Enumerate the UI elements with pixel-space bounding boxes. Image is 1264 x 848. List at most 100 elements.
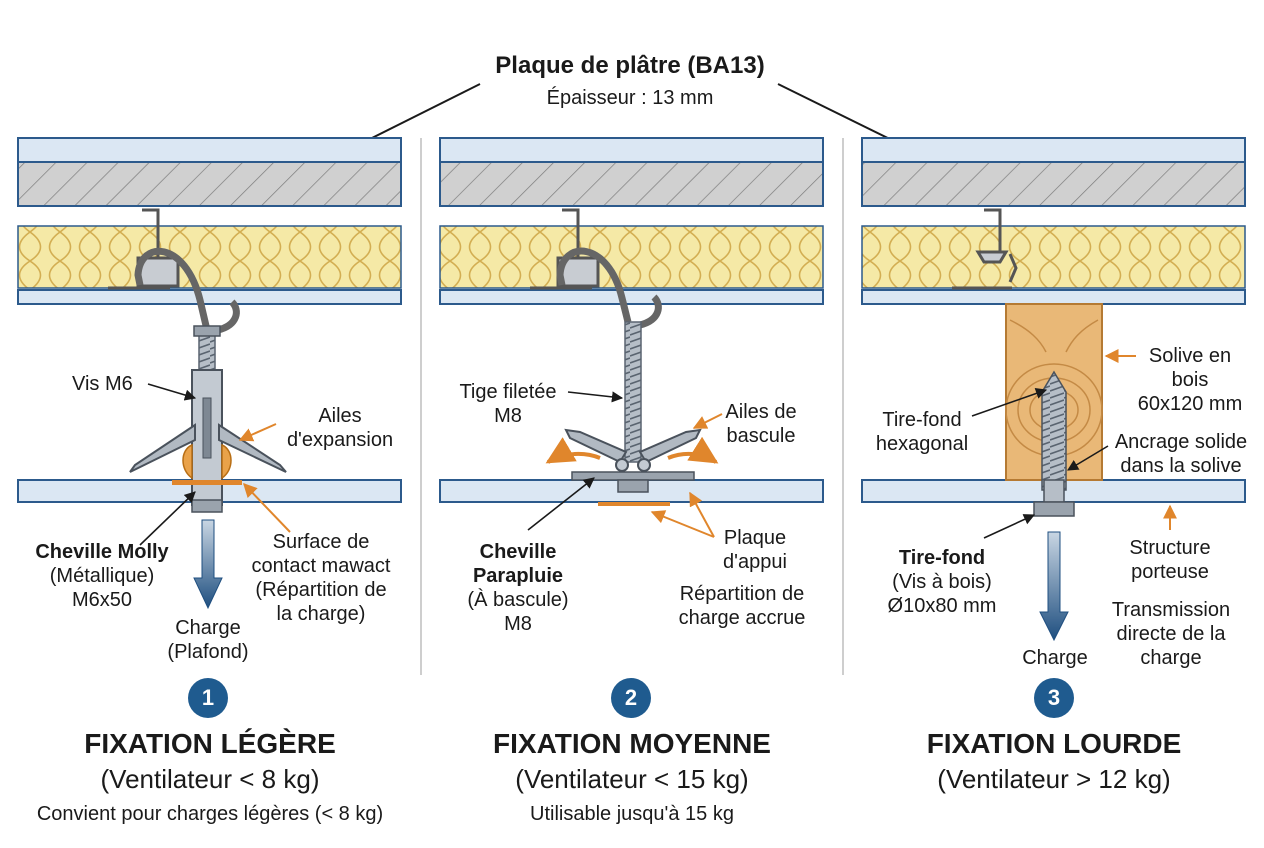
leader-lagscrew-3: [971, 388, 1048, 417]
rotation-arrow-right: [667, 436, 719, 464]
label-anchor-1-size: M6x50: [71, 589, 133, 611]
label-structure-3: Structure porteuse: [1110, 536, 1230, 584]
leader-contact-1: [243, 482, 291, 533]
hook-1: [134, 247, 211, 331]
label-structure-3-line2: porteuse: [1131, 561, 1209, 583]
molly-wing-left: [129, 423, 196, 473]
leader-anchor-1: [139, 491, 196, 546]
label-distribution-2-line1: Répartition de: [679, 583, 805, 605]
label-anchor-3: Tire-fond (Vis à bois) Ø10x80 mm: [872, 546, 1012, 618]
label-screw-1: Vis M6: [72, 373, 133, 395]
label-rod-2: Tige filetée M8: [448, 380, 568, 428]
label-joist-3-line1: Solive en: [1148, 345, 1232, 367]
label-anchor-2-name2: Parapluie: [472, 565, 564, 587]
header-title: Plaque de plâtre (BA13): [495, 52, 765, 79]
label-contact-1: Surface de contact mawact (Répartition d…: [236, 530, 406, 626]
label-anchoring-3-line2: dans la solive: [1120, 455, 1242, 477]
label-rod-2-line2: M8: [494, 405, 522, 427]
label-contact-1-line4: la charge): [276, 603, 366, 625]
label-lagscrew-3: Tire-fond hexagonal: [862, 408, 982, 456]
label-anchor-1-name: Cheville Molly: [35, 541, 169, 563]
toggle-washer: [571, 471, 695, 481]
label-contact-1-line2: contact mawact: [251, 555, 391, 577]
label-anchor-1: Cheville Molly (Métallique) M6x50: [12, 540, 192, 612]
label-wings-1: Ailes d'expansion: [270, 404, 410, 452]
leader-plate-2a: [650, 510, 715, 538]
header-subtitle: Épaisseur : 13 mm: [546, 87, 714, 109]
bearing-plate: [598, 502, 670, 506]
label-joist-3-line2: bois: [1171, 369, 1209, 391]
label-lagscrew-3-line1: Tire-fond: [882, 409, 962, 431]
label-load-3: Charge: [1022, 647, 1088, 669]
threaded-rod-2: [624, 321, 642, 463]
toggle-pivot-left: [615, 458, 629, 472]
hook-2: [556, 247, 632, 323]
panel-2-layers: [439, 137, 824, 503]
leader-screw-1: [147, 383, 197, 401]
label-load-1: Charge (Plafond): [148, 616, 268, 664]
panel-3-layers: [861, 137, 1246, 503]
label-anchor-3-size: Ø10x80 mm: [887, 595, 997, 617]
step-badge-3: 3: [1034, 678, 1074, 718]
label-anchoring-3-line1: Ancrage solide: [1114, 431, 1248, 453]
label-contact-1-line3: (Répartition de: [255, 579, 387, 601]
hook-tip-2: [638, 294, 662, 329]
bolt-nut-1: [193, 325, 221, 337]
leader-wings-1: [238, 423, 277, 442]
label-plate-2-line1: Plaque: [723, 527, 787, 549]
load-arrow-3: [1039, 531, 1069, 642]
molly-grip-right: [221, 443, 232, 480]
label-rod-2-line1: Tige filetée: [459, 381, 557, 403]
label-anchor-2: Cheville Parapluie (À bascule) M8: [448, 540, 588, 636]
panel-2-title: FIXATION MOYENNE: [493, 728, 771, 759]
label-anchor-3-type: (Vis à bois): [892, 571, 992, 593]
panel-2-note: Utilisable jusqu'à 15 kg: [530, 803, 734, 825]
label-wings-1-line2: d'expansion: [286, 429, 394, 451]
label-structure-3-line1: Structure: [1129, 537, 1211, 559]
step-badge-1: 1: [188, 678, 228, 718]
leader-anchor-2: [527, 477, 595, 531]
molly-slot: [202, 397, 212, 459]
panel-3-title: FIXATION LOURDE: [926, 728, 1182, 759]
panel-1-title: FIXATION LÉGÈRE: [84, 728, 336, 759]
leader-plate-2b: [689, 491, 715, 538]
label-anchoring-3: Ancrage solide dans la solive: [1104, 430, 1258, 478]
suspension-bracket-1: [108, 208, 180, 290]
step-badge-2: 2: [611, 678, 651, 718]
load-arrow-1: [193, 519, 223, 610]
label-anchor-2-size: M8: [504, 613, 532, 635]
lag-screw-head: [1033, 501, 1075, 517]
label-joist-3: Solive en bois 60x120 mm: [1130, 344, 1250, 416]
label-contact-1-line1: Surface de: [272, 531, 370, 553]
molly-grip-left: [182, 443, 193, 480]
label-wings-1-line1: Ailes: [318, 405, 362, 427]
label-transmission-3: Transmission directe de la charge: [1096, 598, 1246, 670]
panel-3-load: (Ventilateur > 12 kg): [937, 764, 1171, 794]
lag-screw-shank: [1043, 479, 1065, 503]
label-anchor-3-name: Tire-fond: [898, 547, 986, 569]
label-anchor-2-name1: Cheville: [479, 541, 557, 563]
label-anchor-1-type: (Métallique): [49, 565, 155, 587]
label-plate-2: Plaque d'appui: [700, 526, 810, 574]
panel-1-note: Convient pour charges légères (< 8 kg): [36, 803, 384, 825]
leader-anchoring-3: [1067, 445, 1109, 471]
molly-collar: [172, 480, 242, 485]
label-joist-3-line3: 60x120 mm: [1137, 393, 1243, 415]
toggle-pivot-right: [637, 458, 651, 472]
hook-tip-1: [216, 299, 240, 334]
label-load-1-line1: Charge: [175, 617, 241, 639]
label-load-1-line2: (Plafond): [167, 641, 249, 663]
label-distribution-2: Répartition de charge accrue: [664, 582, 820, 630]
label-wings-2: Ailes de bascule: [706, 400, 816, 448]
molly-wing-right: [218, 423, 287, 473]
label-transmission-3-line1: Transmission: [1111, 599, 1231, 621]
toggle-wing-left: [564, 428, 628, 464]
toggle-nut: [617, 479, 649, 493]
panel-2-load: (Ventilateur < 15 kg): [515, 764, 749, 794]
molly-head: [191, 499, 223, 513]
label-transmission-3-line2: directe de la: [1116, 623, 1226, 645]
label-wings-2-line2: bascule: [726, 425, 796, 447]
label-lagscrew-3-line2: hexagonal: [875, 433, 969, 455]
label-wings-2-line1: Ailes de: [725, 401, 797, 423]
